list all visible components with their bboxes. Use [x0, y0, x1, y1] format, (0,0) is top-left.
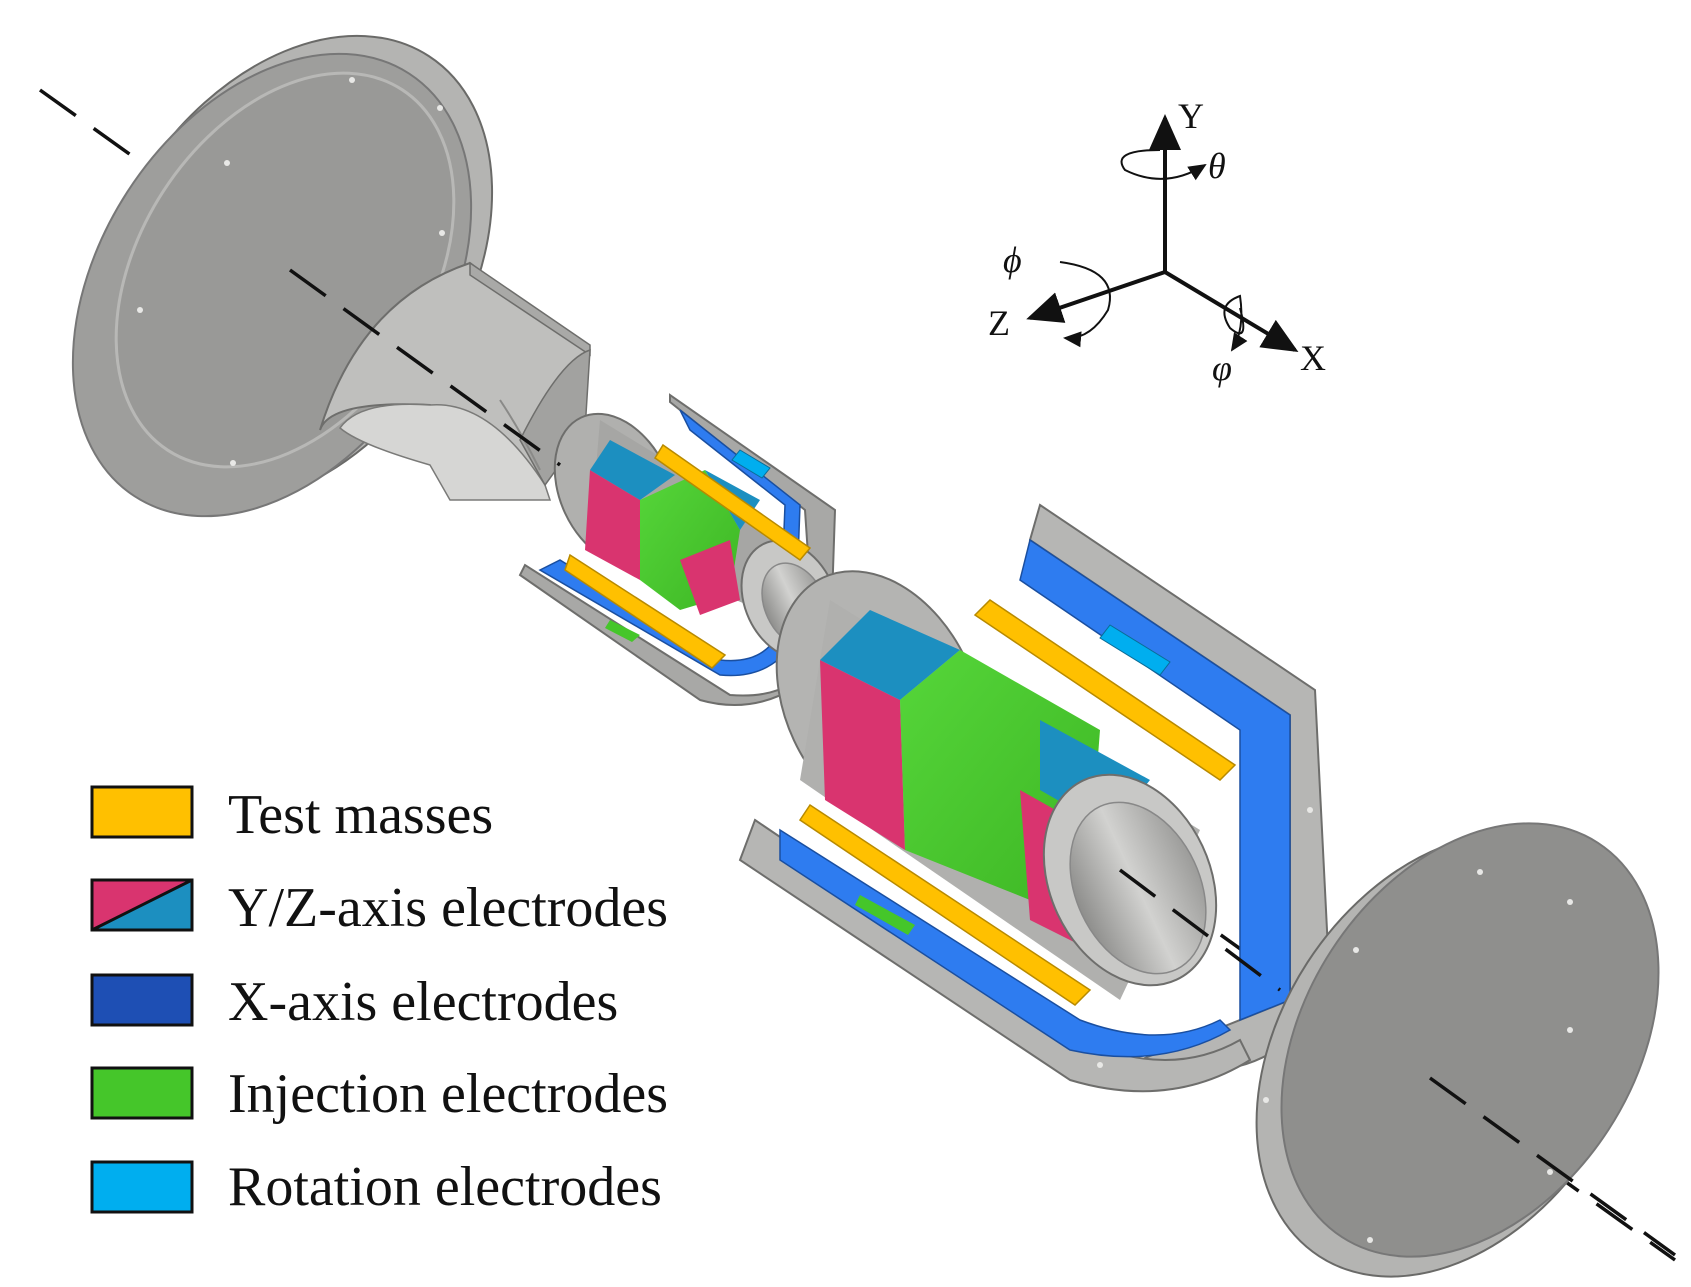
left-shield-half-cylinder [319, 261, 591, 501]
legend-item-x-electrodes: X-axis electrodes [90, 971, 618, 1033]
phi-rotation-arc [1059, 261, 1111, 348]
legend-label: Injection electrodes [228, 1063, 668, 1125]
legend: Test masses Y/Z-axis electrodes X-axis e… [90, 784, 668, 1218]
legend-label: Y/Z-axis electrodes [228, 877, 668, 939]
theta-rotation-arc [1120, 149, 1207, 181]
legend-item-injection-electrodes: Injection electrodes [90, 1063, 668, 1125]
right-end-plate [1255, 822, 1660, 1278]
small-electrode-cage [518, 393, 840, 706]
x-axis-arrow [1163, 270, 1299, 353]
axis-overlay [288, 268, 1677, 1257]
legend-item-rotation-electrodes: Rotation electrodes [90, 1156, 662, 1218]
y-axis-label: Y [1178, 96, 1204, 136]
legend-item-yz-electrodes: Y/Z-axis electrodes [90, 877, 668, 939]
z-axis-label: Z [988, 303, 1010, 343]
legend-item-test-masses: Test masses [90, 784, 493, 846]
large-electrode-cage [738, 503, 1332, 1093]
legend-label: Rotation electrodes [228, 1156, 662, 1218]
legend-label: Test masses [228, 784, 493, 846]
phi-curly-label: φ [1212, 348, 1232, 388]
theta-label: θ [1208, 146, 1226, 186]
coordinate-axes: Y θ ϕ Z X φ [988, 96, 1326, 388]
phi-upright-label: ϕ [1003, 240, 1022, 280]
legend-label: X-axis electrodes [228, 971, 618, 1033]
z-axis-arrow [1026, 270, 1166, 323]
x-axis-label: X [1300, 338, 1326, 378]
varphi-rotation-arc [1223, 294, 1248, 352]
